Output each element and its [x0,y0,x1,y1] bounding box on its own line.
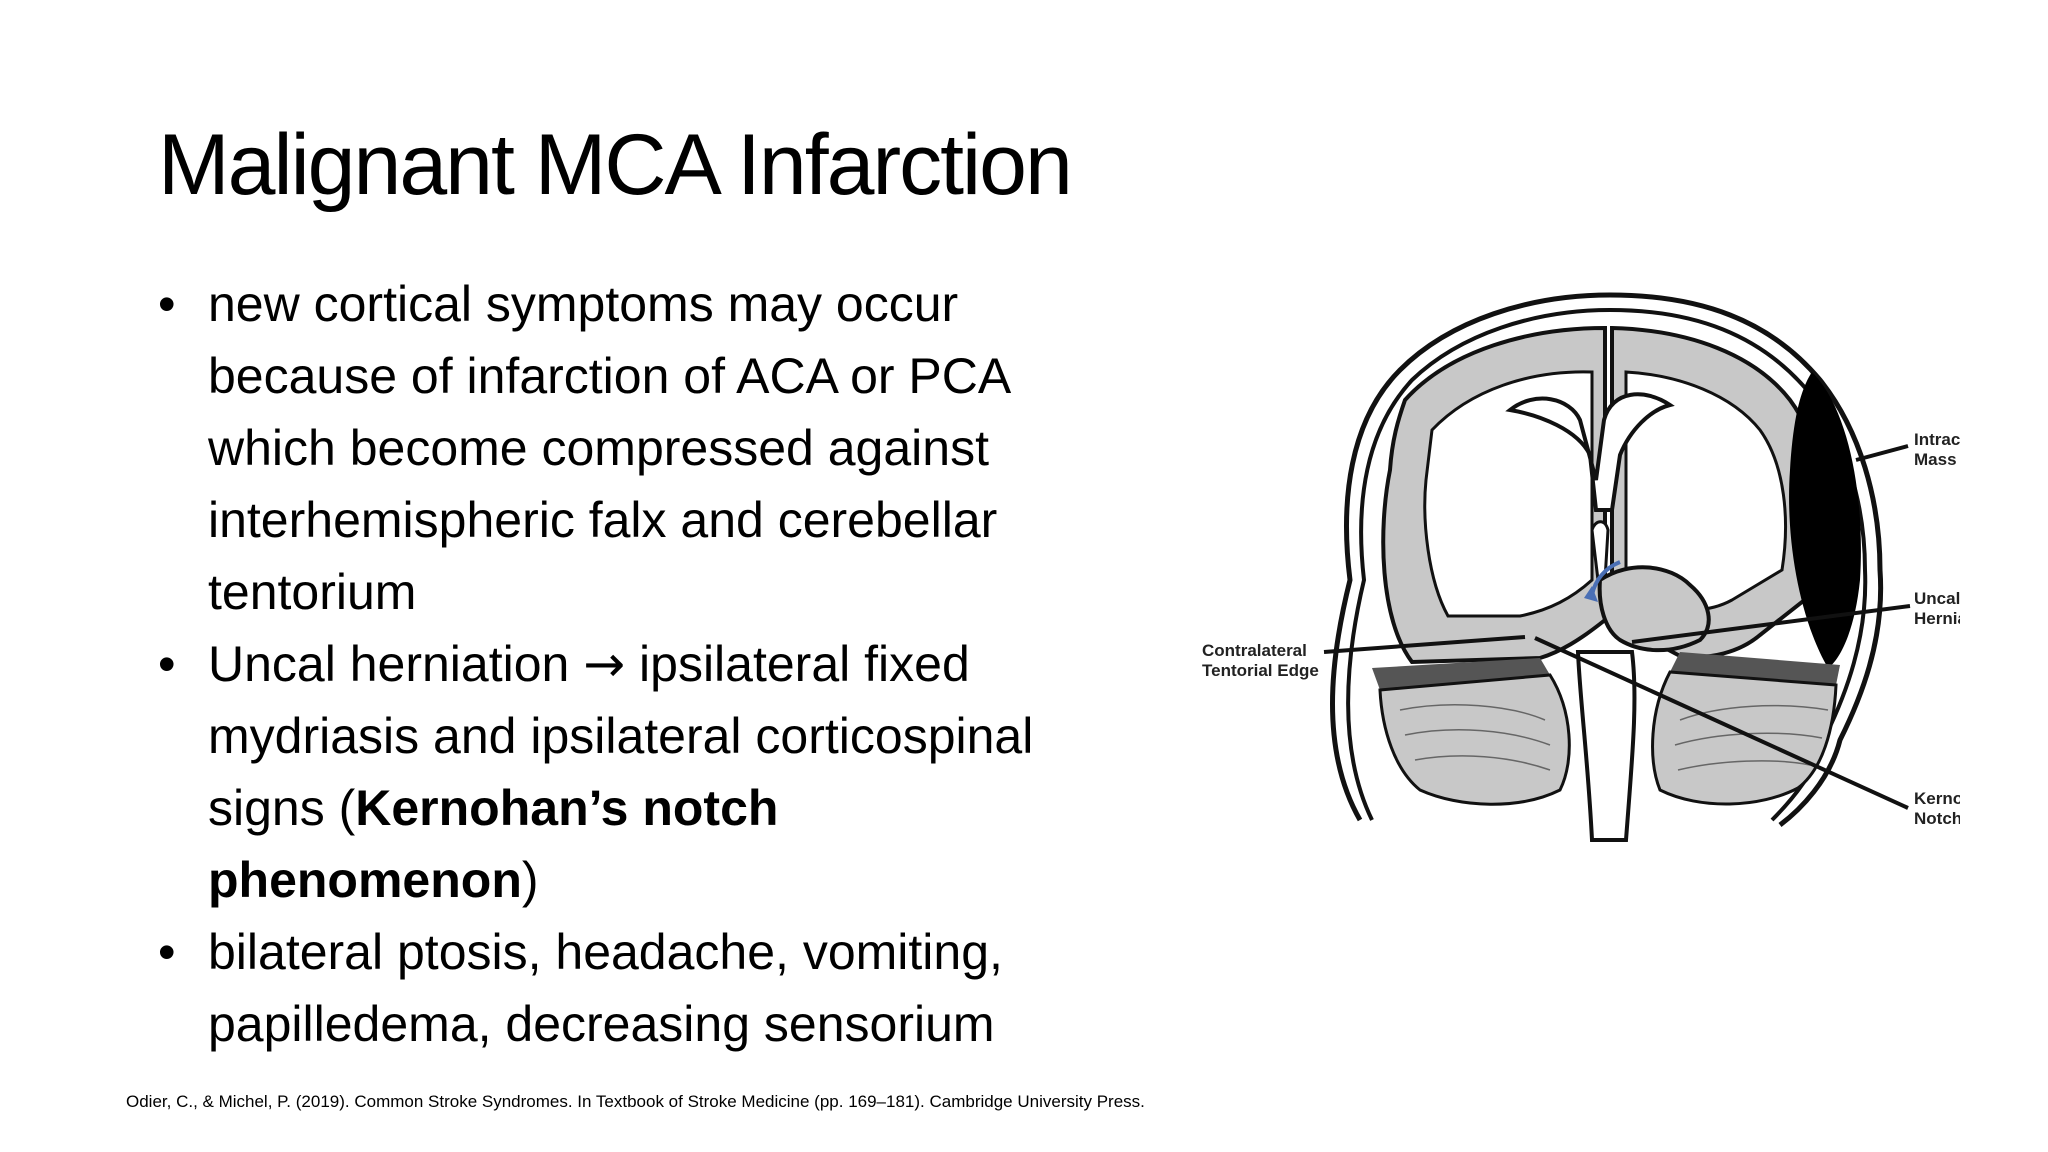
lateral-ventricle [1505,392,1675,512]
label-line: Herniation [1914,609,1960,628]
label-line: Intracranial [1914,430,1960,449]
leader-contralateral-edge [1323,635,1526,654]
right-arrow-icon: → [583,635,626,693]
bullet-text: signs ( [208,780,356,836]
label-line: Contralateral [1202,641,1307,660]
herniated-uncus [1597,565,1711,653]
brain-diagram-svg: IntracranialMass UncalHerniation Contral… [1202,292,1960,842]
bold-term: Kernohan’s notch [355,780,779,836]
label-line: Tentorial Edge [1202,661,1319,680]
skull-outer [1330,292,1884,827]
bold-term: phenomenon [208,852,522,908]
bullet-text: ipsilateral fixed [625,636,970,692]
brain-herniation-diagram: IntracranialMass UncalHerniation Contral… [1200,280,1960,850]
left-white-matter [1423,370,1594,618]
bullet-marker: • [158,636,176,692]
bullet-text: interhemispheric falx and cerebellar [208,492,998,548]
bullet-item: • new cortical symptoms may occur becaus… [158,268,1138,628]
tentorium-right [1670,652,1840,685]
brainstem [1575,650,1637,842]
bullet-line: signs (Kernohan’s notch [208,772,1138,844]
bullet-text: papilledema, decreasing sensorium [208,996,995,1052]
bullet-marker: • [158,276,176,332]
cerebellum-left [1378,673,1571,806]
bullet-text: tentorium [208,564,417,620]
cerebellum-right [1651,670,1838,806]
bullet-text: which become compressed against [208,420,989,476]
bullet-list: • new cortical symptoms may occur becaus… [158,268,1138,1060]
bullet-text: because of infarction of ACA or PCA [208,348,1012,404]
citation: Odier, C., & Michel, P. (2019). Common S… [126,1092,1145,1111]
slide-title: Malignant MCA Infarction [158,117,1073,213]
intracranial-mass [1789,372,1861,668]
arrowhead-icon [1584,586,1598,602]
leader-kernohans-notch [1534,636,1909,810]
leader-intracranial-mass [1855,444,1909,462]
label-line: Kernohan’s [1914,789,1960,808]
label-intracranial-mass: IntracranialMass [1914,430,1960,469]
bullet-text: ) [521,852,539,908]
label-kernohans-notch: Kernohan’sNotch [1914,789,1960,828]
bullet-text: Uncal herniation [208,636,584,692]
bullet-item: • bilateral ptosis, headache, vomiting, … [158,916,1138,1060]
label-uncal-herniation: UncalHerniation [1914,589,1960,628]
bullet-line: Uncal herniation → ipsilateral fixed [208,628,1138,700]
cerebellar-folia [1399,704,1829,771]
label-line: Uncal [1914,589,1960,608]
bullet-item: • Uncal herniation → ipsilateral fixed m… [158,628,1138,916]
label-line: Notch [1914,809,1960,828]
skull-inner [1346,307,1868,822]
bullet-text: bilateral ptosis, headache, vomiting, [208,924,1003,980]
leader-uncal-herniation [1631,604,1911,644]
bullet-text: mydriasis and ipsilateral corticospinal [208,708,1034,764]
tentorium-left [1372,658,1550,690]
bullet-line: phenomenon) [208,844,1138,916]
bullet-marker: • [158,924,176,980]
bullet-text: new cortical symptoms may occur [208,276,959,332]
label-line: Mass [1914,450,1957,469]
